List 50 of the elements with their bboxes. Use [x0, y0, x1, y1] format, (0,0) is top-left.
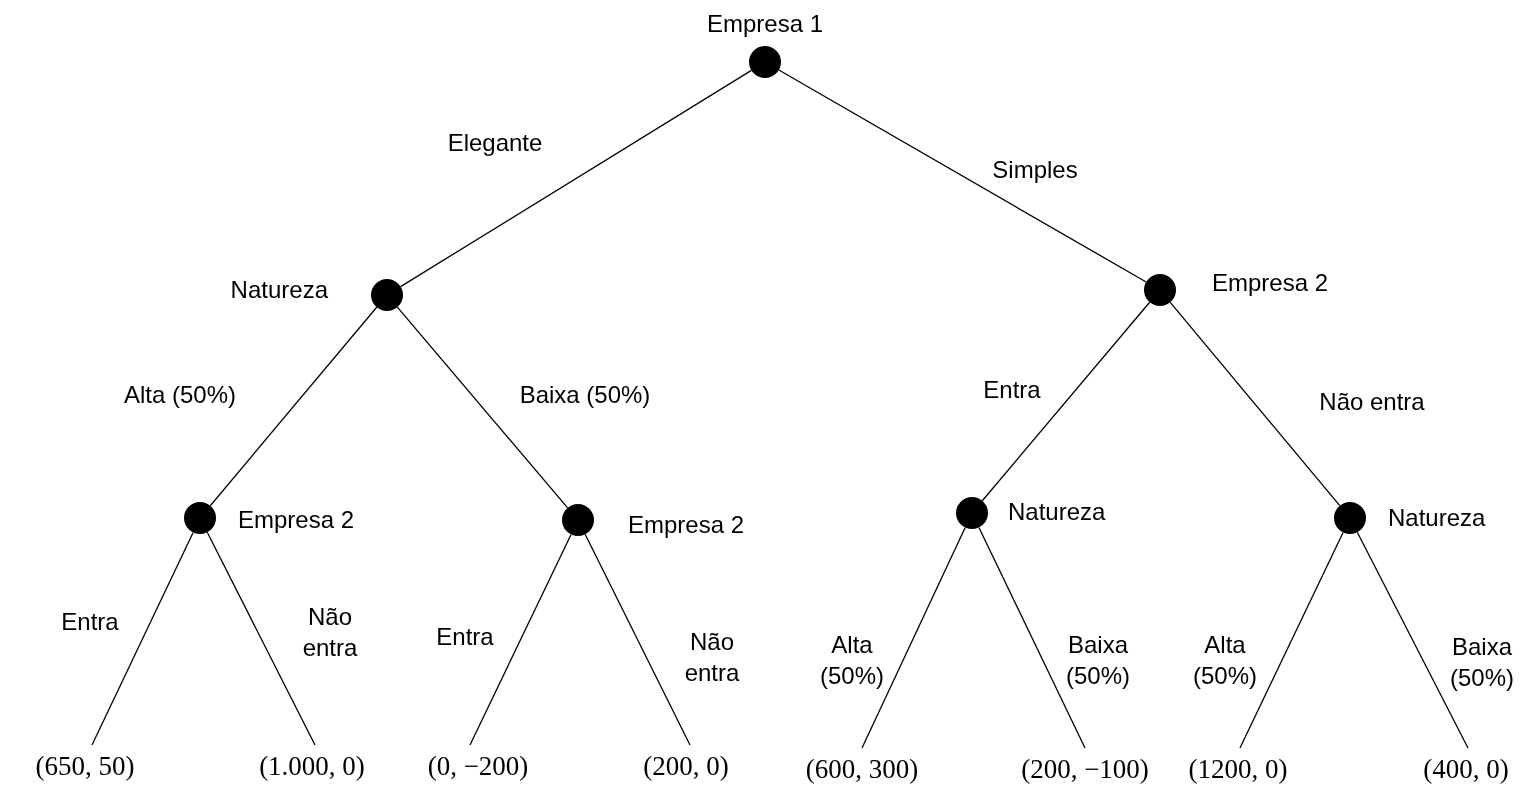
branch-line [861, 526, 966, 749]
edge-label: Entra [436, 622, 494, 653]
edge-label: Não entra [301, 601, 359, 663]
decision-node [371, 279, 403, 311]
branch-line [396, 306, 569, 509]
edge-label: Simples [992, 155, 1078, 186]
branch-line [1239, 531, 1344, 749]
edge-label: Entra [983, 375, 1041, 406]
branch-line [1356, 531, 1469, 749]
player-label: Empresa 2 [238, 508, 355, 532]
decision-node [1144, 274, 1176, 306]
player-label: Natureza [230, 278, 328, 302]
decision-node [1334, 502, 1366, 534]
edge-label: Não entra [1319, 387, 1425, 418]
payoff-text: (200, 0) [643, 745, 729, 780]
branch-line [584, 533, 691, 746]
edge-label: Alta (50%) [819, 629, 885, 691]
edge-label: Baixa (50%) [1065, 629, 1131, 691]
branch-line [91, 531, 194, 746]
branch-line [778, 69, 1147, 283]
decision-node [562, 504, 594, 536]
branch-line [469, 533, 572, 746]
player-label: Empresa 2 [628, 513, 745, 537]
branch-line [209, 306, 378, 507]
player-label: Empresa 2 [1212, 271, 1329, 295]
player-label: Empresa 1 [706, 12, 824, 36]
edge-label: Alta (50%) [124, 380, 236, 411]
branch-line [1169, 301, 1341, 507]
decision-node [956, 497, 988, 529]
edge-label: Não entra [683, 626, 741, 688]
payoff-text: (600, 300) [805, 748, 919, 783]
branch-line [978, 526, 1086, 749]
payoff-text: (1200, 0) [1188, 748, 1288, 783]
edge-label: Baixa (50%) [1449, 631, 1515, 693]
payoff-text: (0, −200) [427, 745, 529, 780]
player-label: Natureza [1008, 500, 1106, 524]
edge-label: Alta (50%) [1192, 629, 1258, 691]
payoff-text: (400, 0) [1423, 748, 1509, 783]
payoff-text: (1.000, 0) [259, 745, 365, 780]
edge-label: Baixa (50%) [519, 380, 651, 411]
player-label: Natureza [1388, 506, 1486, 530]
payoff-text: (650, 50) [35, 745, 135, 780]
decision-node [184, 502, 216, 534]
edge-label: Entra [61, 607, 119, 638]
branch-line [399, 69, 753, 288]
branch-line [981, 301, 1151, 502]
branch-line [206, 531, 316, 746]
decision-node [749, 46, 781, 78]
edge-label: Elegante [447, 128, 543, 159]
payoff-text: (200, −100) [1021, 748, 1149, 783]
